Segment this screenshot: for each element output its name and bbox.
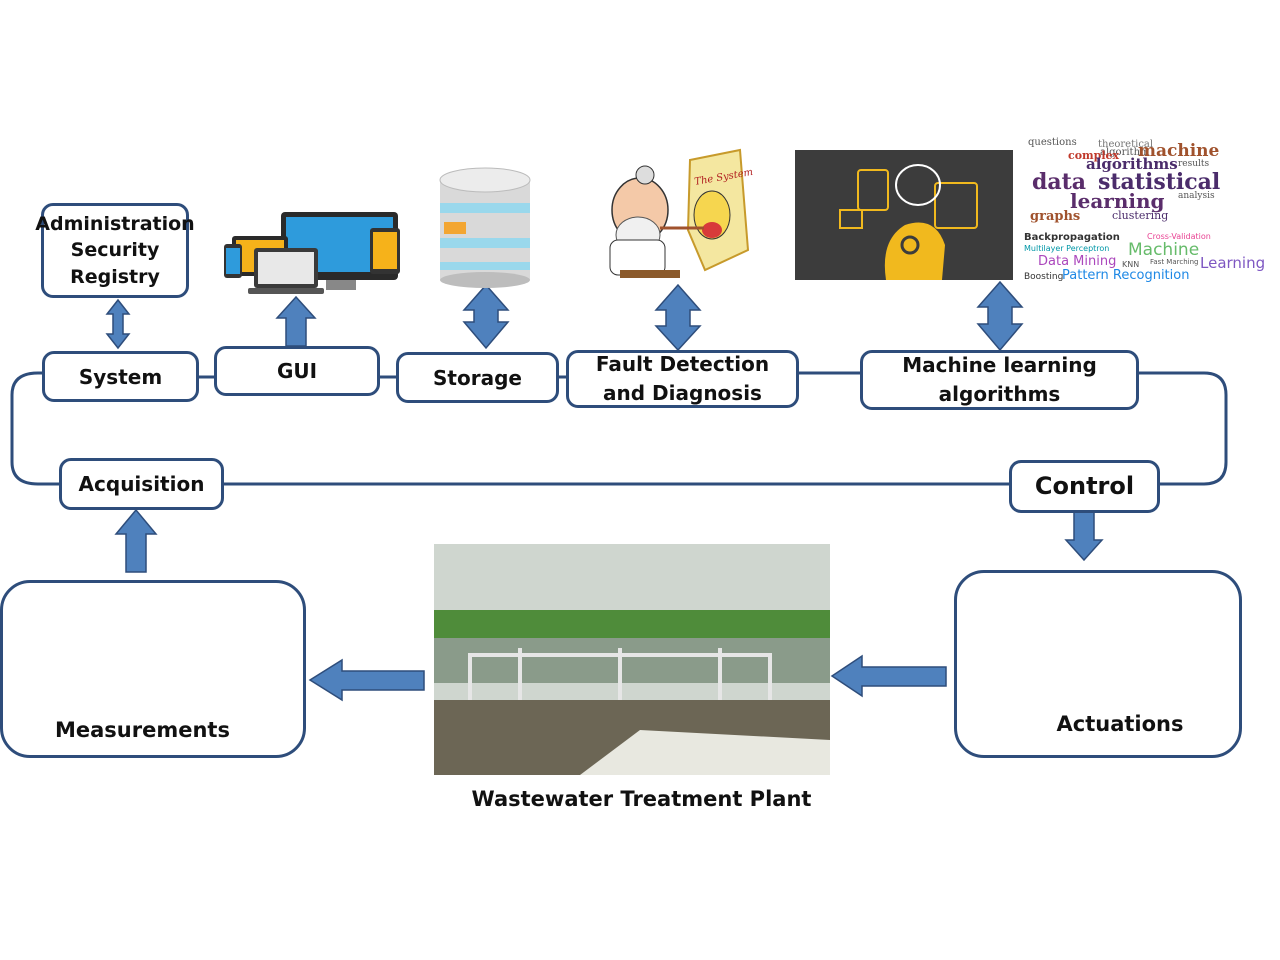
wordcloud-word: data (1032, 169, 1087, 195)
admin-security-registry-box: Administration Security Registry (35, 203, 195, 298)
wordcloud-word: Backpropagation (1024, 232, 1120, 243)
wordcloud-word: Learning (1200, 254, 1266, 272)
wordcloud-word: KNN (1122, 260, 1140, 269)
admin-system-double-arrow (105, 298, 131, 350)
treatment-plant-photo (434, 544, 830, 775)
database-icon (439, 167, 531, 288)
wordcloud-word: graphs (1030, 209, 1081, 224)
acquisition-box: Acquisition (59, 458, 224, 510)
fdd-double-arrow (654, 283, 702, 352)
actuations-label: Actuations (1056, 712, 1184, 736)
wordcloud-word: machine (1138, 141, 1220, 161)
system-box: System (42, 351, 199, 402)
wordcloud-word: Data Mining (1038, 254, 1117, 269)
wordcloud-word: analysis (1178, 191, 1215, 201)
acquisition-up-arrow (114, 508, 158, 573)
wordcloud-word: Fast Marching (1150, 258, 1199, 266)
control-down-arrow (1064, 511, 1104, 562)
machine-learning-box: Machine learning algorithms (860, 350, 1139, 410)
wordcloud-word: learning (1070, 189, 1165, 213)
wordcloud-word: Boosting (1024, 272, 1064, 282)
loop-connector (10, 371, 1228, 486)
ai-brain-icon (795, 150, 1013, 280)
wordcloud-word: results (1178, 159, 1210, 169)
plant-caption: Wastewater Treatment Plant (471, 787, 812, 811)
doctor-cartoon-icon (609, 148, 750, 278)
wordcloud-word: Multilayer Perceptron (1024, 244, 1110, 253)
storage-box: Storage (396, 352, 559, 403)
actuation-to-plant-arrow (830, 654, 947, 698)
wordcloud-word: algorithm (1100, 147, 1150, 158)
wordcloud-word: algorithms (1086, 155, 1178, 173)
wordcloud-word: statistical (1098, 169, 1220, 195)
ml-techniques-wordcloud: Backpropagation Cross-Validation Multila… (1022, 232, 1272, 290)
control-box: Control (1009, 460, 1160, 513)
wordcloud-word: clustering (1112, 209, 1169, 222)
wordcloud-word: questions (1028, 137, 1077, 148)
storage-double-arrow (462, 283, 510, 350)
wordcloud-word: Pattern Recognition (1062, 268, 1190, 283)
wordcloud-word: complex (1068, 149, 1120, 162)
wordcloud-word: Machine (1128, 240, 1200, 260)
wordcloud-word: theoretical (1098, 139, 1154, 150)
fault-detection-diagnosis-box: Fault Detection and Diagnosis (566, 350, 799, 408)
measurements-label: Measurements (55, 718, 230, 742)
plant-to-measurement-arrow (308, 658, 425, 702)
wordcloud-word: Cross-Validation (1147, 232, 1211, 241)
gui-box: GUI (214, 346, 380, 396)
machine-learning-wordcloud: questions theoretical algorithm complex … (1028, 137, 1220, 229)
devices-icon (224, 212, 400, 294)
measurements-panel (0, 580, 306, 758)
actuations-panel (954, 570, 1242, 758)
ml-double-arrow (976, 280, 1024, 352)
gui-up-arrow (275, 295, 317, 347)
